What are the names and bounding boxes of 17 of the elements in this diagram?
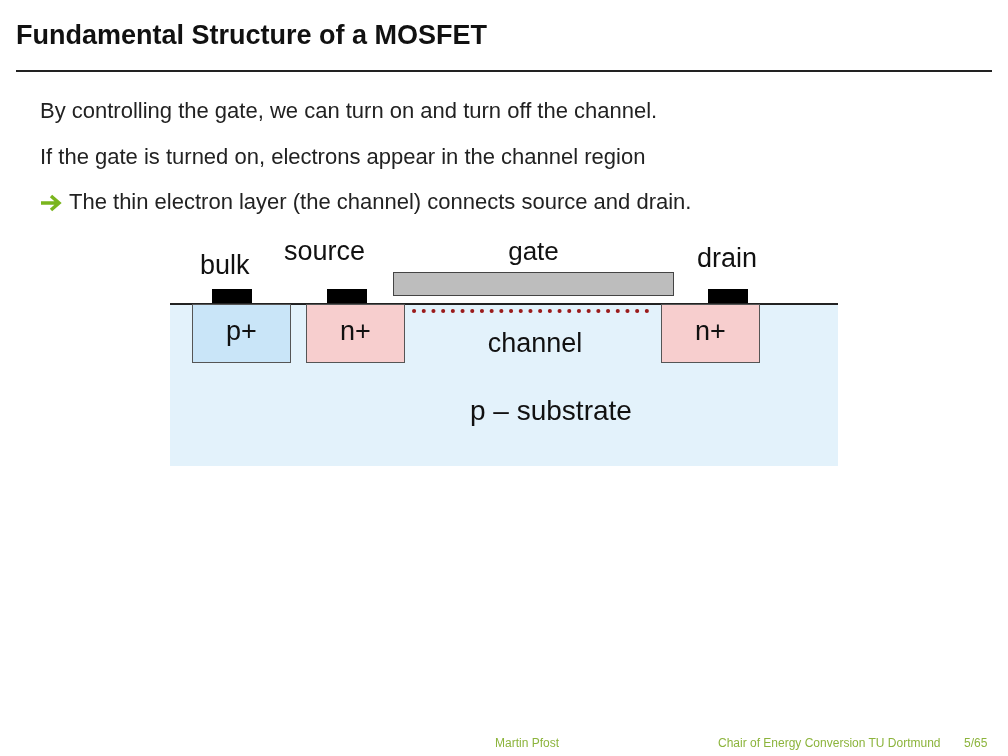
footer-institution: Chair of Energy Conversion TU Dortmund — [718, 736, 941, 750]
region-label: channel — [486, 328, 584, 359]
terminal-label: source — [284, 236, 366, 267]
footer-author: Martin Pfost — [495, 736, 560, 750]
slide-title: Fundamental Structure of a MOSFET — [16, 20, 488, 51]
bullet-text: By controlling the gate, we can turn on and turn off the channel. — [40, 98, 658, 124]
bullet-text: The thin electron layer (the channel) connects source and drain. — [69, 189, 692, 215]
substrate-region — [170, 305, 838, 466]
page-number: 5/65 — [964, 736, 988, 750]
p-doped-region: p+ — [192, 304, 291, 363]
n-doped-region: n+ — [661, 304, 760, 363]
terminal-label: drain — [697, 243, 758, 274]
terminal-label: bulk — [200, 250, 250, 281]
n-doped-region: n+ — [306, 304, 405, 363]
terminal-label: gate — [507, 236, 560, 267]
region-label: p – substrate — [470, 395, 632, 427]
bullet-text: If the gate is turned on, electrons appear in the channel region — [40, 144, 646, 170]
